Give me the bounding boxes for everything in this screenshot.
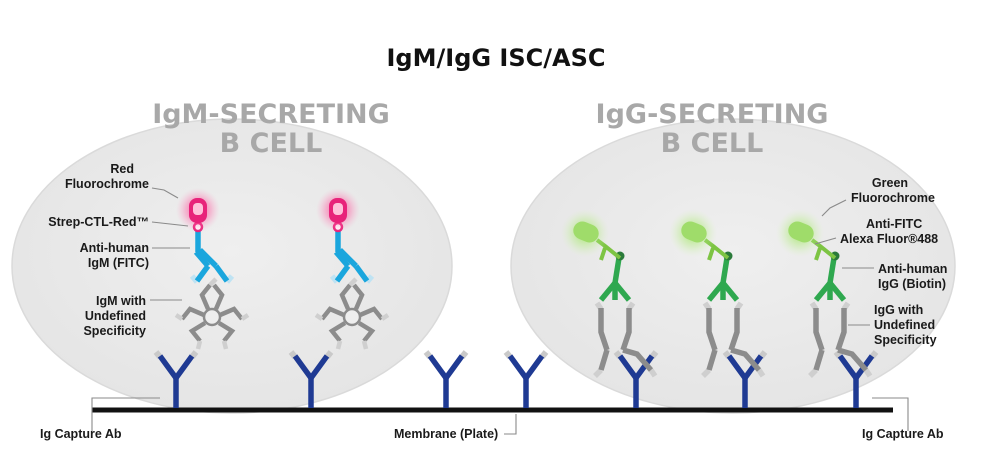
- igg-undefined-antibody: [808, 301, 873, 378]
- capture-ab-4: [503, 350, 549, 408]
- igm-pentamer: [174, 277, 250, 350]
- label-green-line2: Fluorochrome: [851, 191, 935, 205]
- label-igm-undef-line3: Specificity: [83, 324, 146, 338]
- igg-stack-1: [561, 209, 658, 378]
- label-igm-undef-line1: IgM with: [96, 294, 146, 308]
- igm-pentamer: [314, 277, 390, 350]
- leader-red: [151, 187, 179, 199]
- anti-igg-antibody: [598, 257, 632, 302]
- leader-capture-right: [872, 397, 909, 431]
- label-igg-undef-line2: Undefined: [874, 318, 935, 332]
- label-strep: Strep-CTL-Red™: [48, 215, 149, 229]
- label-anti-fitc-line2: Alexa Fluor®488: [840, 232, 938, 246]
- anti-igg-antibody: [813, 257, 847, 302]
- igm-cell-title-line2: B CELL: [220, 128, 323, 159]
- label-anti-igg-line2: IgG (Biotin): [878, 277, 946, 291]
- igm-b-cell: [11, 118, 453, 414]
- leader-green: [821, 199, 847, 217]
- label-igg-undef-line3: Specificity: [874, 333, 937, 347]
- capture-ab-2: [288, 350, 334, 408]
- igg-stack-2: [669, 209, 766, 378]
- label-anti-igg-line1: Anti-human: [878, 262, 947, 276]
- green-fluorochrome: [681, 221, 707, 243]
- label-anti-fitc-line1: Anti-FITC: [866, 217, 922, 231]
- label-anti-igm-line2: IgM (FITC): [88, 256, 149, 270]
- leader-capture-left: [91, 397, 160, 431]
- diagram-title: IgM/IgG ISC/ASC: [387, 44, 606, 72]
- leader-anti-fitc: [814, 237, 837, 245]
- label-igm-undef-line2: Undefined: [85, 309, 146, 323]
- label-red-line1: Red: [110, 162, 134, 176]
- green-fluorochrome: [573, 221, 599, 243]
- igm-stack-2: [314, 188, 390, 350]
- leader-membrane: [504, 414, 517, 435]
- label-membrane: Membrane (Plate): [394, 427, 498, 441]
- label-igg-undef-line1: IgG with: [874, 303, 923, 317]
- igg-undefined-antibody: [701, 301, 766, 378]
- leader-strep: [151, 221, 189, 227]
- igg-stack-3: [776, 209, 873, 378]
- anti-igm-antibody: [189, 228, 235, 284]
- label-red-line2: Fluorochrome: [65, 177, 149, 191]
- label-capture-right: Ig Capture Ab: [862, 427, 944, 441]
- capture-ab-1: [153, 350, 199, 408]
- igg-undefined-antibody: [593, 301, 658, 378]
- anti-igg-antibody: [706, 257, 740, 302]
- igg-cell-title-line1: IgG-SECRETING: [596, 99, 829, 130]
- igm-stack-1: [174, 188, 250, 350]
- igm-cell-title-line1: IgM-SECRETING: [152, 99, 390, 130]
- label-green-line1: Green: [872, 176, 908, 190]
- label-capture-left: Ig Capture Ab: [40, 427, 122, 441]
- capture-ab-3: [423, 350, 469, 408]
- igg-cell-title-line2: B CELL: [661, 128, 764, 159]
- green-fluorochrome: [788, 221, 814, 243]
- capture-ab-7: [833, 350, 879, 408]
- label-anti-igm-line1: Anti-human: [80, 241, 149, 255]
